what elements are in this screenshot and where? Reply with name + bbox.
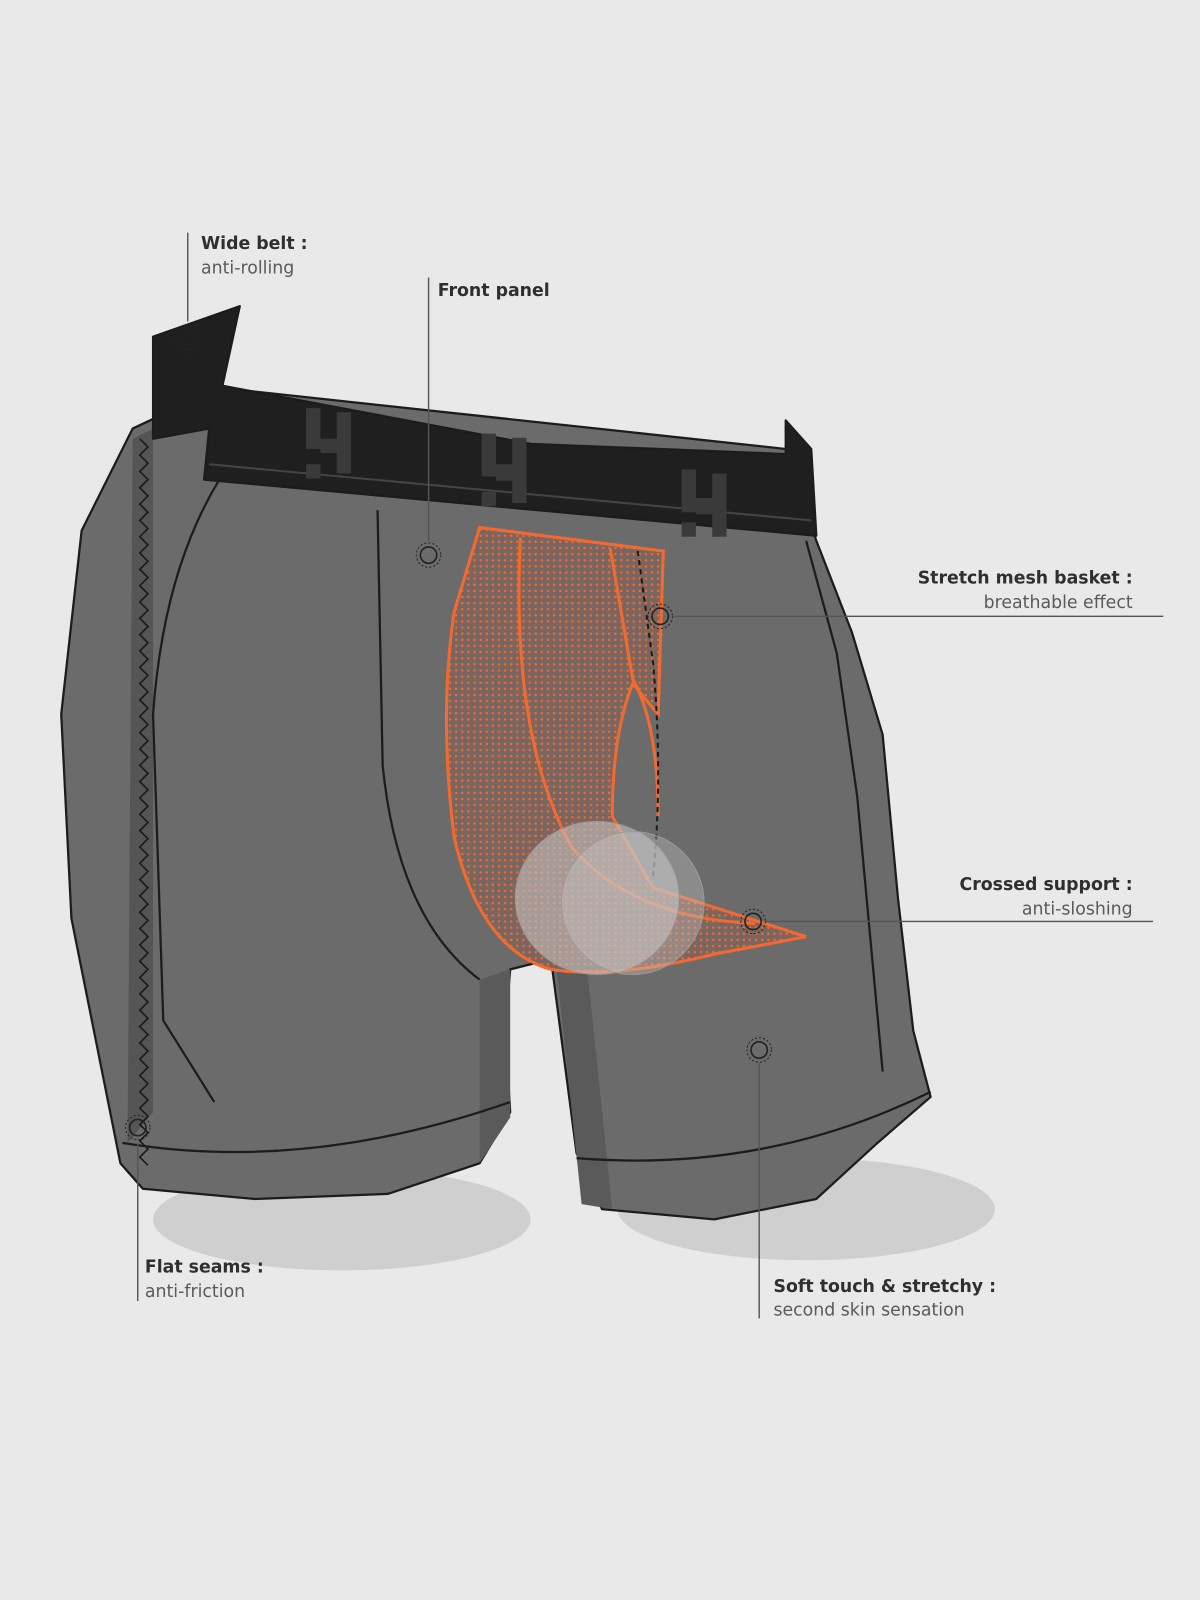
svg-text:anti-sloshing: anti-sloshing	[1022, 899, 1133, 919]
svg-text:Soft touch & stretchy :: Soft touch & stretchy :	[773, 1277, 996, 1297]
svg-text:Flat seams :: Flat seams :	[145, 1257, 264, 1277]
callout-soft-touch: Soft touch & stretchy : second skin sens…	[746, 1037, 996, 1320]
callout-stretch-mesh: Stretch mesh basket : breathable effect	[647, 569, 1164, 630]
svg-text:Front panel: Front panel	[438, 281, 550, 301]
svg-text:anti-friction: anti-friction	[145, 1282, 245, 1302]
boxer-illustration	[60, 305, 932, 1221]
svg-text:Wide belt :: Wide belt :	[201, 234, 308, 254]
callout-crossed-support: Crossed support : anti-sloshing	[740, 875, 1154, 935]
flat-seam-stitch	[138, 438, 150, 1166]
callout-flat-seams: Flat seams : anti-friction	[125, 1114, 264, 1302]
callout-front-panel: Front panel	[415, 277, 550, 568]
svg-text:Stretch mesh basket :: Stretch mesh basket :	[918, 569, 1133, 589]
support-ellipse	[514, 820, 680, 975]
svg-text:second skin sensation: second skin sensation	[773, 1300, 964, 1320]
svg-text:anti-rolling: anti-rolling	[201, 258, 294, 278]
svg-text:breathable effect: breathable effect	[984, 593, 1133, 613]
callout-wide-belt: Wide belt : anti-rolling	[175, 232, 308, 355]
svg-text:Crossed support :: Crossed support :	[960, 875, 1133, 895]
belt-logos	[306, 408, 727, 537]
